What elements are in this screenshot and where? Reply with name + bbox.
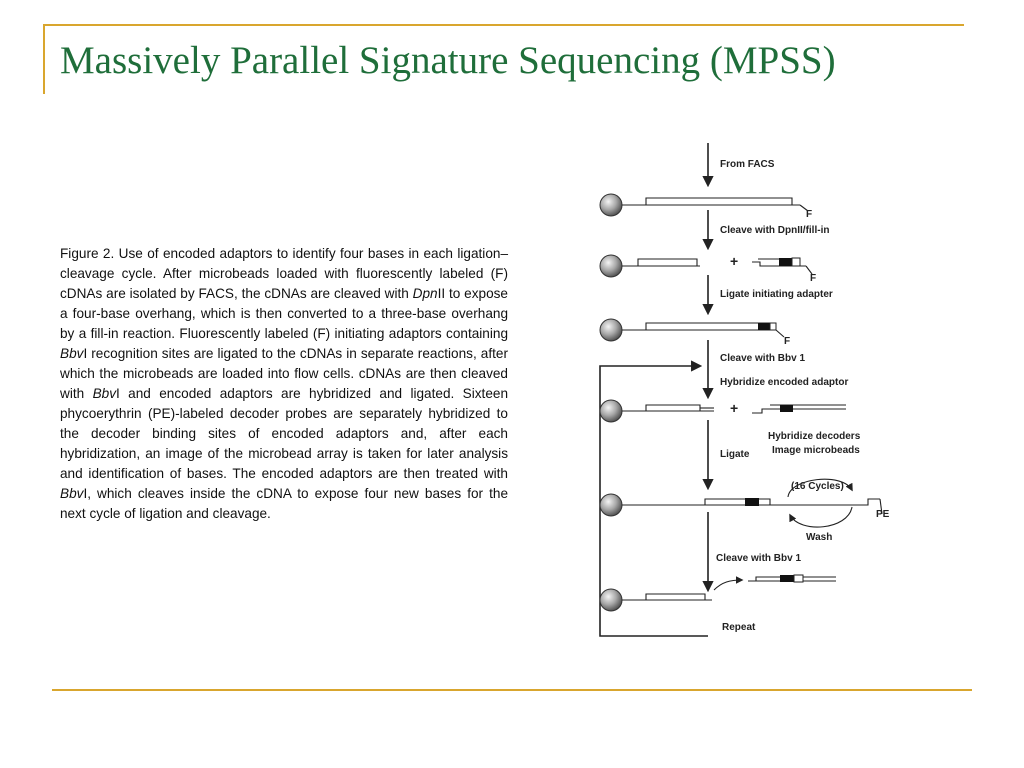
label-ligate-initiating: Ligate initiating adapter: [720, 289, 833, 300]
adaptor-box-3: [793, 574, 804, 583]
label-repeat: Repeat: [722, 622, 756, 633]
label-image-microbeads: Image microbeads: [772, 445, 860, 456]
caption-text-3: I recognition sites are ligated to the c…: [60, 346, 508, 401]
label-hybridize-encoded: Hybridize encoded adaptor: [720, 377, 848, 388]
caption-italic-dpn: Dpn: [412, 286, 438, 301]
adaptor-block-4: [745, 498, 759, 506]
caption-text-4: I and encoded adaptors are hybridized an…: [60, 386, 509, 481]
top-rule: [44, 24, 964, 26]
label-f1: F: [806, 209, 812, 220]
label-plus-1: +: [730, 253, 738, 269]
label-cleave-bbv1-b: Cleave with Bbv 1: [716, 553, 801, 564]
caption-italic-bbv-1: Bbv: [60, 346, 84, 361]
bead-3: [599, 318, 623, 342]
label-ligate: Ligate: [720, 449, 750, 460]
label-wash: Wash: [806, 532, 832, 543]
label-16-cycles: (16 Cycles): [791, 481, 844, 492]
bead-4: [599, 399, 623, 423]
caption-text-1: Figure 2. Use of encoded adaptors to ide…: [60, 246, 508, 301]
strand-stage-6: [622, 576, 836, 601]
bead-6: [599, 588, 623, 612]
label-from-facs: From FACS: [720, 159, 775, 170]
caption-italic-bbv-2: Bbv: [92, 386, 116, 401]
figure-caption: Figure 2. Use of encoded adaptors to ide…: [60, 244, 508, 524]
label-f3: F: [784, 336, 790, 347]
adaptor-box-2: [769, 322, 777, 331]
adaptor-block-5: [780, 575, 794, 582]
bottom-rule: [52, 689, 972, 691]
label-hybridize-decoders: Hybridize decoders: [768, 431, 861, 442]
bead-5: [599, 493, 623, 517]
adaptor-block-1: [779, 258, 792, 266]
adaptor-block-2: [758, 323, 770, 330]
left-accent-rule: [43, 24, 45, 94]
caption-text-2: II to expose a four-base overhang, which…: [60, 286, 508, 341]
adaptor-block-3: [780, 405, 793, 412]
adaptor-box-1: [791, 257, 801, 267]
caption-italic-bbv-3: Bbv: [60, 486, 84, 501]
slide-title: Massively Parallel Signature Sequencing …: [60, 39, 836, 82]
label-f2: F: [810, 273, 816, 284]
strand-stage-1: [622, 197, 809, 212]
label-cleave-bbv1-a: Cleave with Bbv 1: [720, 353, 805, 364]
cycle-arrow-bottom: [789, 506, 853, 528]
repeat-loop-line: [599, 360, 708, 637]
label-pe: PE: [876, 509, 890, 520]
strand-stage-2: [622, 258, 813, 275]
label-cleave-dpnii: Cleave with DpnII/fill-in: [720, 225, 829, 236]
cleave-curve-arrow: [713, 576, 744, 591]
bead-2: [599, 254, 623, 278]
strand-stage-5: [622, 498, 883, 515]
bead-1: [599, 193, 623, 217]
label-plus-2: +: [730, 400, 738, 416]
caption-text-5: I, which cleaves inside the cDNA to expo…: [60, 486, 508, 521]
cycle-arrow-top: [787, 478, 853, 498]
